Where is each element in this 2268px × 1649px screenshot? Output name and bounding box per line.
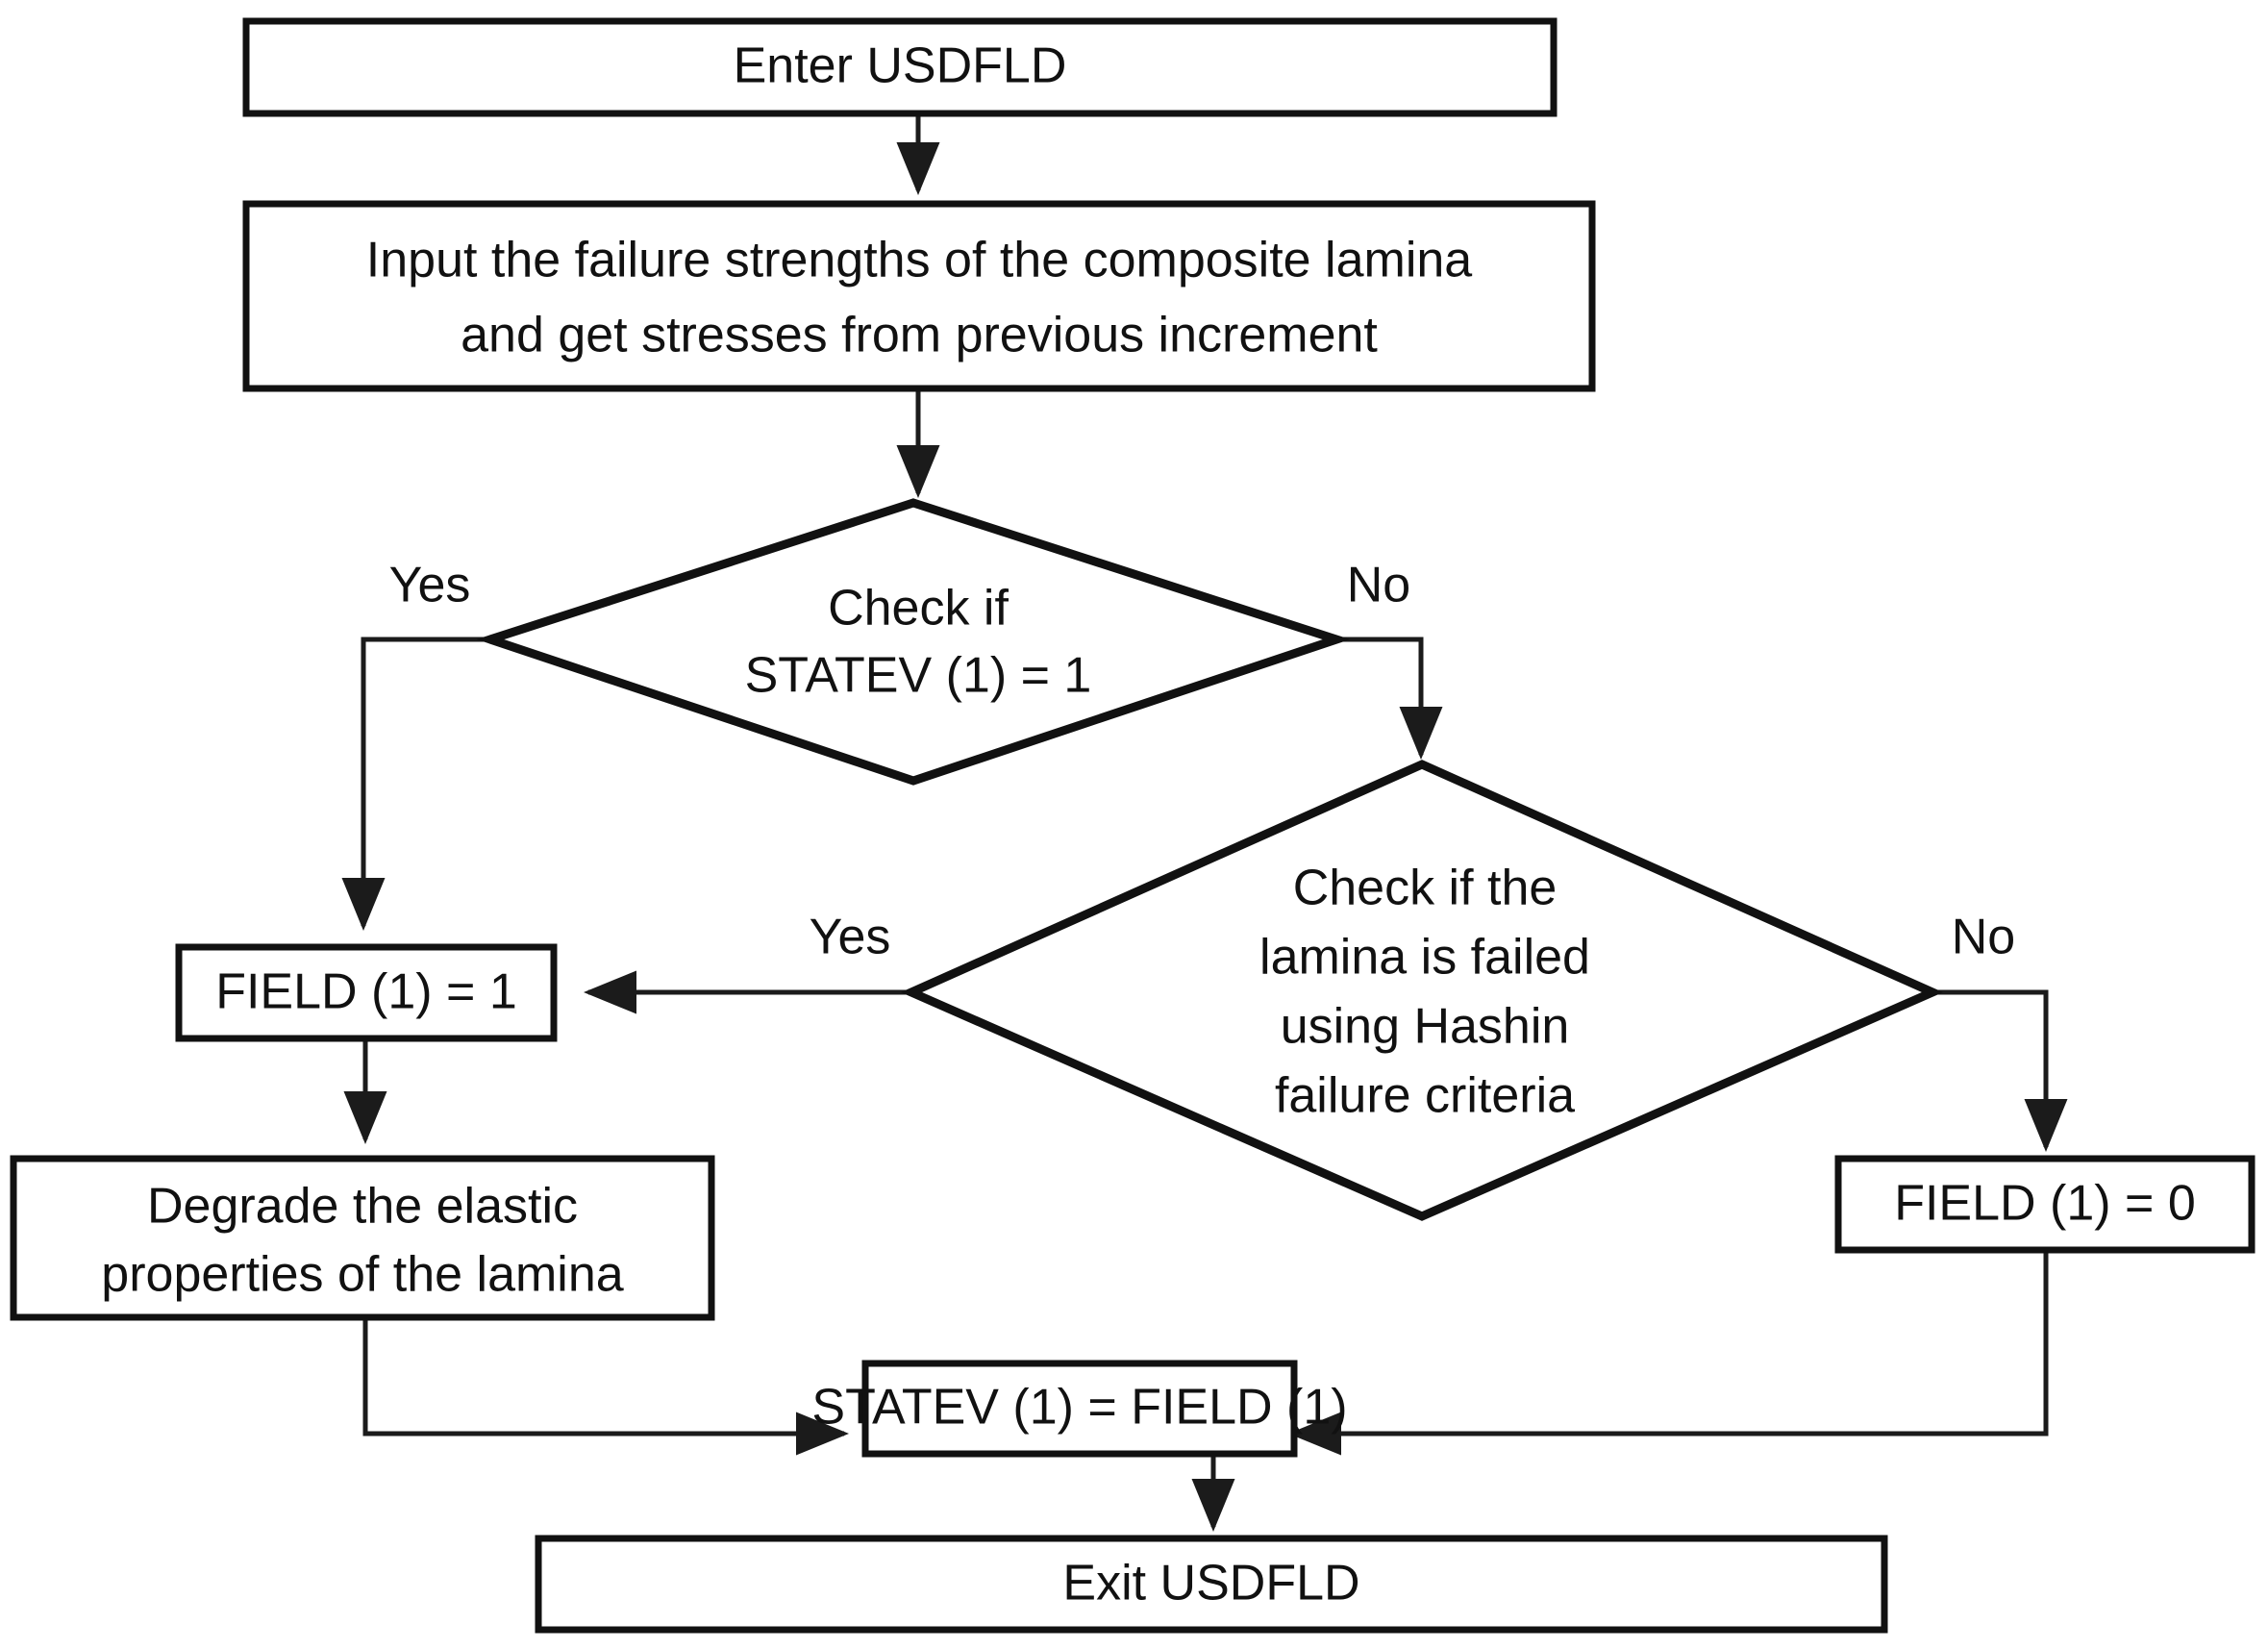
edge-label-hashin-no: No (1952, 910, 2015, 965)
edge-label-hashin-yes: Yes (810, 910, 891, 965)
node-field-zero[interactable]: FIELD (1) = 0 (1834, 1155, 2256, 1254)
node-check-statev-line-1: Check if (828, 581, 1009, 637)
node-field-zero-box (1834, 1155, 2256, 1254)
node-input-strengths-line-2: and get stresses from previous increment (461, 308, 1378, 363)
node-input-strengths-box (242, 200, 1596, 392)
edge-layer (341, 115, 2068, 1532)
node-field-one-label: FIELD (1) = 1 (215, 964, 517, 1020)
node-check-statev-diamond (476, 498, 1351, 786)
node-degrade-properties-line-2: properties of the lamina (101, 1247, 623, 1303)
edge-check-statev-no-to-check-hashin (1336, 637, 1443, 760)
node-assign-statev-label: STATEV (1) = FIELD (1) (811, 1380, 1347, 1436)
node-input-strengths[interactable]: Input the failure strengths of the compo… (242, 200, 1596, 392)
node-check-hashin-diamond (900, 760, 1944, 1221)
node-check-hashin[interactable]: Check if the lamina is failed using Hash… (900, 760, 1944, 1221)
node-enter-usdfld-box (242, 17, 1558, 117)
node-exit-usdfld-label: Exit USDFLD (1062, 1556, 1359, 1612)
node-enter-usdfld[interactable]: Enter USDFLD (242, 17, 1558, 117)
node-field-zero-label: FIELD (1) = 0 (1894, 1176, 2196, 1232)
edge-field-zero-to-assign (1288, 1250, 2049, 1456)
node-exit-usdfld-box (535, 1535, 1888, 1634)
node-field-one[interactable]: FIELD (1) = 1 (175, 943, 558, 1042)
node-degrade-properties-box (10, 1155, 715, 1321)
node-assign-statev[interactable]: STATEV (1) = FIELD (1) (811, 1360, 1348, 1458)
node-exit-usdfld[interactable]: Exit USDFLD (535, 1535, 1888, 1634)
edge-label-statev-no: No (1347, 558, 1410, 613)
node-check-hashin-line-3: using Hashin (1281, 999, 1570, 1055)
node-check-statev-line-2: STATEV (1) = 1 (745, 648, 1092, 704)
node-enter-usdfld-label: Enter USDFLD (734, 38, 1067, 94)
node-degrade-properties[interactable]: Degrade the elastic properties of the la… (10, 1155, 715, 1321)
node-check-hashin-line-2: lamina is failed (1259, 930, 1590, 986)
node-field-one-box (175, 943, 558, 1042)
edge-check-statev-yes-to-field-one (341, 637, 490, 931)
node-check-hashin-line-4: failure criteria (1275, 1068, 1575, 1124)
node-assign-statev-box (861, 1360, 1298, 1458)
node-degrade-properties-line-1: Degrade the elastic (147, 1179, 578, 1235)
edge-label-layer: Yes No Yes No (389, 558, 2016, 965)
edge-check-hashin-no-to-field-zero (1932, 989, 2068, 1152)
node-check-statev[interactable]: Check if STATEV (1) = 1 (476, 498, 1351, 786)
edge-degrade-to-assign (362, 1317, 849, 1456)
edge-label-statev-yes: Yes (389, 558, 471, 613)
node-input-strengths-line-1: Input the failure strengths of the compo… (366, 233, 1473, 288)
node-check-hashin-line-1: Check if the (1293, 861, 1558, 916)
